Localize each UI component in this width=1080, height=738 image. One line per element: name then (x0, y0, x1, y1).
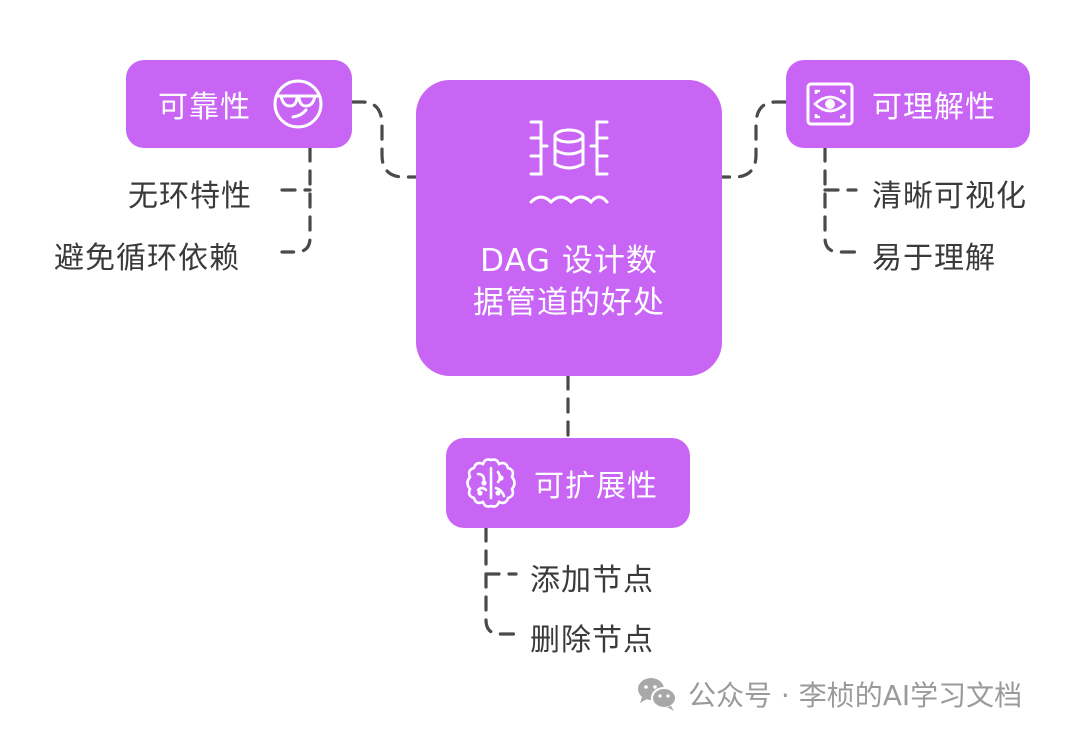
leaf-understandability-2: 易于理解 (872, 241, 996, 276)
node-understandability-label: 可理解性 (872, 90, 996, 125)
data-pipeline-icon (527, 118, 611, 208)
center-title-line1: DAG 设计数 (480, 243, 658, 279)
sunglasses-face-icon (271, 77, 325, 131)
leaf-reliability-1: 无环特性 (128, 179, 252, 214)
connector-reliability-children (280, 146, 312, 254)
connector-scalability-children (484, 526, 518, 636)
wechat-icon (636, 676, 678, 712)
connector-reliability-center (350, 100, 418, 179)
watermark-text: 公众号 · 李桢的AI学习文档 (688, 679, 1023, 712)
node-reliability-label: 可靠性 (158, 90, 251, 125)
node-reliability[interactable]: 可靠性 (126, 60, 352, 148)
leaf-understandability-1: 清晰可视化 (872, 179, 1027, 214)
eye-scan-icon (806, 82, 854, 126)
leaf-scalability-1: 添加节点 (530, 563, 654, 598)
node-understandability[interactable]: 可理解性 (786, 60, 1030, 148)
brain-network-icon (464, 456, 518, 510)
watermark: 公众号 · 李桢的AI学习文档 (636, 674, 1022, 714)
node-scalability-label: 可扩展性 (534, 469, 658, 504)
node-scalability[interactable]: 可扩展性 (446, 438, 690, 528)
leaf-scalability-2: 删除节点 (530, 623, 654, 658)
connector-understandability-center (720, 100, 788, 179)
leaf-reliability-2: 避免循环依赖 (54, 241, 240, 276)
center-title-line2: 据管道的好处 (473, 285, 665, 321)
connector-understandability-children (823, 146, 858, 254)
node-center[interactable]: DAG 设计数 据管道的好处 (416, 80, 722, 376)
